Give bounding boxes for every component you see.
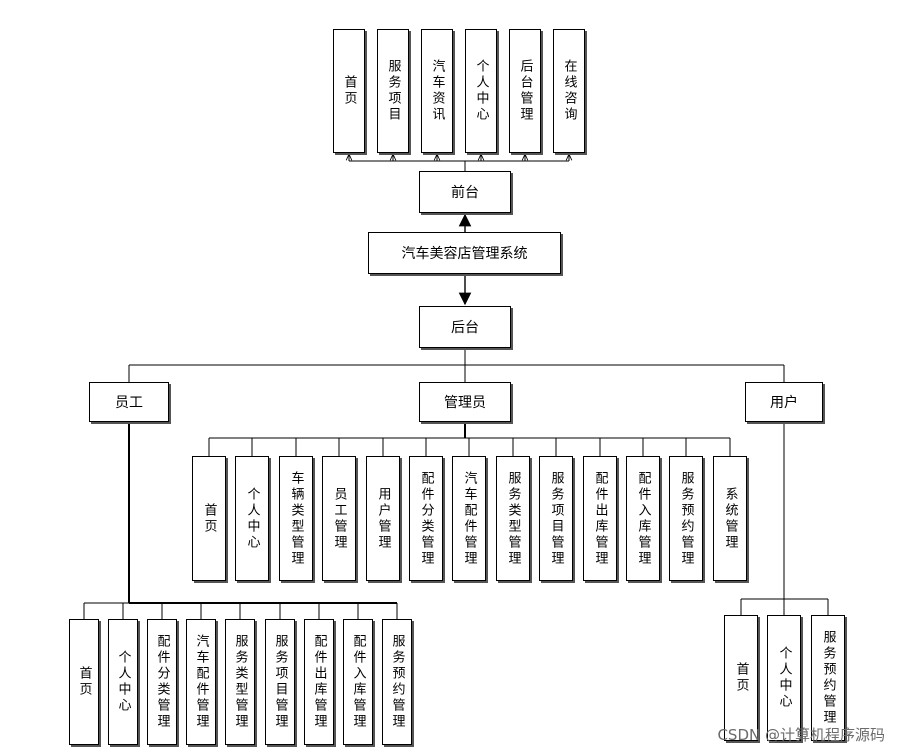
admin-module-13: 系统管理 [713, 456, 747, 581]
front-module-3: 汽车资讯 [421, 29, 453, 153]
admin-module-9: 服务项目管理 [539, 456, 573, 581]
user-module-1: 首页 [724, 615, 758, 741]
employee-module-7: 配件出库管理 [304, 619, 334, 745]
admin-module-10: 配件出库管理 [583, 456, 617, 581]
front-module-5: 后台管理 [509, 29, 541, 153]
admin-module-7: 汽车配件管理 [452, 456, 486, 581]
admin-module-4: 员工管理 [322, 456, 356, 581]
role-user-box: 用户 [745, 382, 823, 422]
admin-module-12: 服务预约管理 [669, 456, 703, 581]
role-admin-box: 管理员 [419, 382, 511, 422]
employee-module-8: 配件入库管理 [343, 619, 373, 745]
role-employee-box: 员工 [89, 382, 169, 422]
front-module-2: 服务项目 [377, 29, 409, 153]
admin-module-1: 首页 [192, 456, 226, 581]
user-module-3: 服务预约管理 [811, 615, 845, 741]
front-module-6: 在线咨询 [553, 29, 585, 153]
system-title-box: 汽车美容店管理系统 [368, 232, 561, 274]
back-end-box: 后台 [419, 306, 511, 348]
watermark-text: CSDN @计算机程序源码 [717, 726, 885, 744]
front-module-4: 个人中心 [465, 29, 497, 153]
user-module-2: 个人中心 [767, 615, 801, 741]
admin-module-11: 配件入库管理 [626, 456, 660, 581]
admin-module-6: 配件分类管理 [409, 456, 443, 581]
admin-module-5: 用户管理 [366, 456, 400, 581]
admin-module-2: 个人中心 [235, 456, 269, 581]
admin-module-3: 车辆类型管理 [279, 456, 313, 581]
employee-module-1: 首页 [69, 619, 99, 745]
front-module-1: 首页 [333, 29, 365, 153]
employee-module-2: 个人中心 [108, 619, 138, 745]
employee-module-5: 服务类型管理 [225, 619, 255, 745]
employee-module-3: 配件分类管理 [147, 619, 177, 745]
front-end-box: 前台 [419, 171, 511, 213]
employee-module-9: 服务预约管理 [382, 619, 412, 745]
employee-module-6: 服务项目管理 [265, 619, 295, 745]
employee-module-4: 汽车配件管理 [186, 619, 216, 745]
admin-module-8: 服务类型管理 [496, 456, 530, 581]
